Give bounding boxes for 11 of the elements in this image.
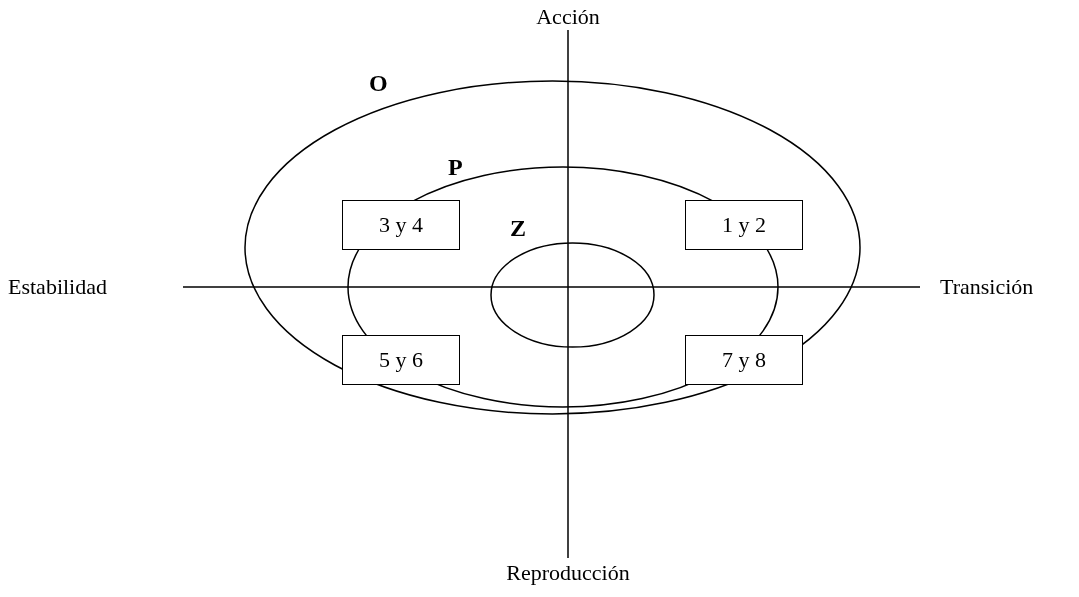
ring-letter: O [369, 70, 388, 96]
ring-letter: Z [510, 215, 526, 241]
axis-label: Reproducción [506, 560, 630, 586]
number-box: 5 y 6 [342, 335, 460, 385]
ring-letter: P [448, 154, 463, 180]
number-box: 3 y 4 [342, 200, 460, 250]
number-box: 7 y 8 [685, 335, 803, 385]
axis-label: Acción [536, 4, 600, 30]
number-box: 1 y 2 [685, 200, 803, 250]
axis-label: Estabilidad [8, 274, 107, 300]
axis-label: Transición [940, 274, 1034, 300]
